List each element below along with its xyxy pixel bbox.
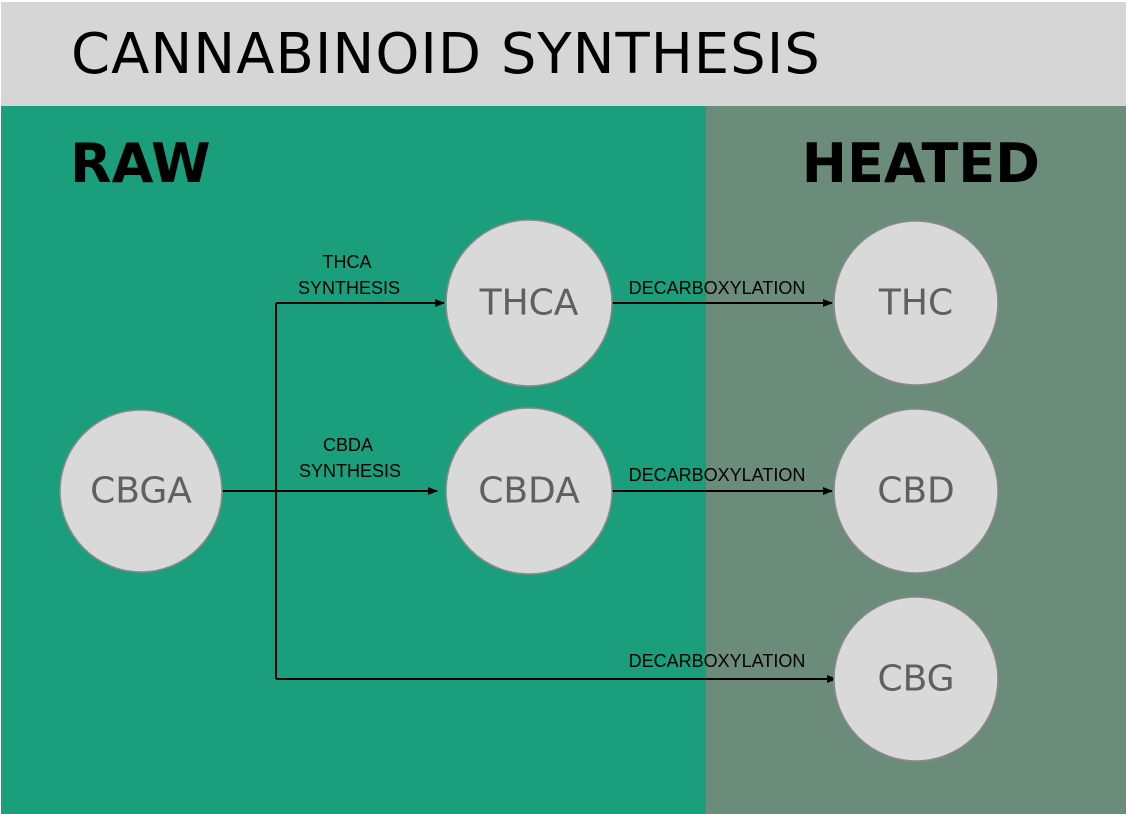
header-bar: CANNABINOID SYNTHESIS — [1, 2, 1126, 106]
svg-text:CBG: CBG — [877, 659, 954, 700]
decarboxylation-label-cbga: DECARBOXYLATION — [629, 651, 806, 671]
svg-text:CBD: CBD — [877, 471, 955, 512]
node-thca: THCA — [445, 219, 613, 387]
diagram-title: CANNABINOID SYNTHESIS — [71, 22, 821, 87]
node-thc: THC — [833, 220, 999, 386]
raw-zone-label: RAW — [70, 132, 211, 195]
node-cbda: CBDA — [445, 407, 613, 575]
svg-text:CBDA: CBDA — [478, 471, 580, 512]
svg-text:THC: THC — [878, 283, 953, 324]
node-cbg: CBG — [833, 596, 999, 762]
node-cbd: CBD — [833, 408, 999, 574]
heated-zone-label: HEATED — [801, 132, 1040, 195]
decarboxylation-label-cbda: DECARBOXYLATION — [629, 465, 806, 485]
svg-text:CBGA: CBGA — [90, 471, 192, 512]
thca-synthesis-label: THCA SYNTHESIS — [298, 252, 400, 298]
decarboxylation-label-thca: DECARBOXYLATION — [629, 278, 806, 298]
cbda-synthesis-label: CBDA SYNTHESIS — [299, 435, 401, 481]
svg-text:THCA: THCA — [479, 283, 579, 324]
node-cbga: CBGA — [59, 409, 223, 573]
